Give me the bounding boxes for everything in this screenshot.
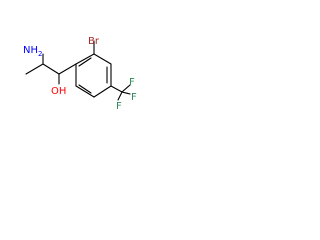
c-cf3-bond: [110, 85, 123, 93]
ring-bond: [93, 53, 112, 65]
ring-to-chain-bond: [58, 63, 77, 75]
atom-labels: Br NH 2 OH F F F: [23, 36, 137, 112]
c-f-bond: [121, 91, 131, 95]
bonds: [25, 40, 131, 101]
fluorine-label-2: F: [131, 92, 137, 103]
fluorine-label-3: F: [116, 101, 122, 112]
methyl-bond: [25, 63, 44, 75]
amine-label: NH: [23, 45, 38, 56]
c-f-bond: [117, 91, 123, 101]
amine-subscript: 2: [38, 50, 42, 58]
structure-diagram: Br NH 2 OH F F F: [23, 36, 137, 112]
ring-double-bond: [78, 84, 92, 94]
ring-bond: [75, 85, 95, 98]
ring-double-bond: [78, 57, 92, 67]
c-c-bond: [42, 63, 60, 75]
bromine-label: Br: [88, 36, 100, 47]
molecule-canvas: Br NH 2 OH F F F: [0, 0, 152, 152]
ring-bond: [75, 53, 95, 65]
c-f-bond: [121, 84, 131, 93]
hydroxyl-label: OH: [51, 86, 66, 97]
ring-bond: [93, 85, 112, 98]
fluorine-label-1: F: [129, 77, 135, 88]
